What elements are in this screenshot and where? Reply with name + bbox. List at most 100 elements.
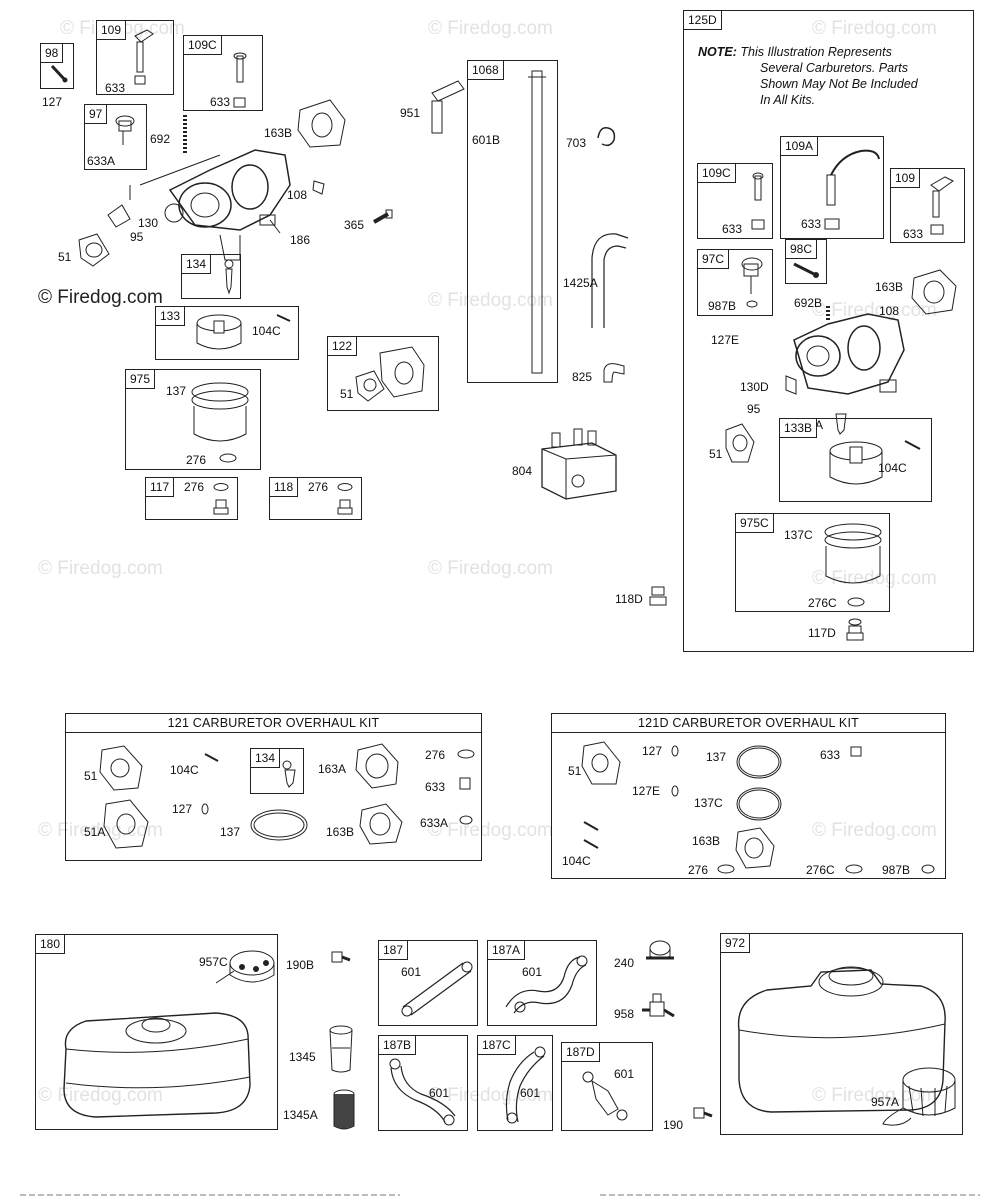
part-label: 633	[722, 222, 743, 236]
note-line: This Illustration Represents	[740, 45, 892, 59]
part-label: 601	[614, 1067, 635, 1081]
watermark: © Firedog.com	[428, 290, 553, 311]
part-label: 365	[344, 218, 365, 232]
float-bowl-icon	[194, 313, 244, 355]
bowl-gasket-icon	[820, 520, 886, 596]
part-label: 127	[42, 95, 63, 109]
part-tag: 109C	[698, 164, 736, 183]
fuel-line-icon	[397, 953, 477, 1023]
part-label: 804	[512, 464, 533, 478]
part-box-134[interactable]: 134	[181, 254, 241, 299]
fuel-screen-icon	[330, 1088, 358, 1134]
elbow-hose-icon	[600, 360, 626, 386]
cap-icon	[849, 744, 863, 760]
part-tag: 122	[328, 337, 358, 356]
part-label: 958	[614, 1007, 635, 1021]
part-label: 127	[642, 744, 663, 758]
part-tag: 97	[85, 105, 108, 124]
kit-box-121d[interactable]: 121D CARBURETOR OVERHAUL KIT 51 127 137 …	[551, 713, 946, 879]
part-tag: 134	[251, 749, 281, 768]
part-box-117[interactable]: 117 276	[145, 477, 238, 520]
part-box-1068[interactable]: 1068 601B	[467, 60, 558, 383]
part-box-122[interactable]: 122 51	[327, 336, 439, 411]
part-box-109[interactable]: 109 633	[96, 20, 174, 95]
part-tag: 109C	[184, 36, 222, 55]
part-box-125d[interactable]: 125D NOTE: This Illustration Represents …	[683, 10, 974, 652]
fuel-valve-icon	[640, 992, 676, 1026]
part-tag: 975	[126, 370, 156, 389]
float-icon	[738, 254, 768, 314]
part-label: 137	[220, 825, 241, 839]
o-ring-icon	[669, 784, 681, 798]
solenoid-icon	[536, 425, 620, 503]
gasket-icon	[722, 422, 758, 466]
note-line: Shown May Not Be Included	[760, 77, 918, 91]
part-box-134-kit[interactable]: 134	[250, 748, 304, 794]
needle-icon	[222, 259, 238, 295]
part-box-109c[interactable]: 109C 633	[697, 163, 773, 239]
part-box-98[interactable]: 98	[40, 43, 74, 89]
part-label: 1345	[289, 1050, 316, 1064]
washer-icon	[716, 863, 736, 875]
part-box-118[interactable]: 118 276	[269, 477, 362, 520]
part-box-180[interactable]: 180 957C	[35, 934, 278, 1130]
cap-icon	[458, 776, 472, 792]
part-label: 1345A	[283, 1108, 318, 1122]
part-label: 276	[688, 863, 709, 877]
part-box-97[interactable]: 97 633A	[84, 104, 147, 170]
part-box-133b[interactable]: 133B 104C	[779, 418, 932, 502]
watermark: © Firedog.com	[812, 820, 937, 841]
lever-icon	[428, 75, 468, 137]
part-label: 190B	[286, 958, 315, 972]
part-box-972[interactable]: 972 957A	[720, 933, 963, 1135]
gasket-icon	[908, 268, 960, 318]
part-box-109-right[interactable]: 109 633	[890, 168, 965, 243]
part-tag: 109	[97, 21, 127, 40]
primer-line-icon	[821, 145, 883, 233]
clip-icon	[782, 374, 802, 396]
part-label: 104C	[878, 461, 907, 475]
gasket-icon	[75, 232, 113, 270]
part-label: 117D	[808, 626, 836, 640]
part-box-109a[interactable]: 109A 633	[780, 136, 884, 239]
watermark: © Firedog.com	[428, 1085, 553, 1106]
part-label: 163A	[318, 762, 347, 776]
note-prefix: NOTE:	[698, 45, 737, 59]
carburetor-icon	[100, 95, 360, 270]
gasket-icon	[356, 802, 406, 846]
part-box-133[interactable]: 133 104C	[155, 306, 299, 360]
fuel-line-icon	[498, 947, 594, 1023]
part-label: 137C	[694, 796, 723, 810]
kit-box-121[interactable]: 121 CARBURETOR OVERHAUL KIT 51 104C 134 …	[65, 713, 482, 861]
spring-icon	[180, 115, 190, 157]
bowl-gasket-icon	[188, 378, 252, 454]
part-box-187d[interactable]: 187D 601	[561, 1042, 653, 1131]
part-label: 240	[614, 956, 635, 970]
part-box-975c[interactable]: 975C 137C 276C	[735, 513, 890, 612]
part-box-187[interactable]: 187 601	[378, 940, 478, 1026]
footer-rule	[600, 1194, 980, 1196]
part-label: 190	[663, 1118, 684, 1132]
part-tag: 187B	[379, 1036, 417, 1055]
part-box-97c[interactable]: 97C 987B	[697, 249, 773, 316]
bolt-icon	[328, 948, 352, 972]
fuel-filter-icon	[326, 1024, 356, 1076]
part-label: 51	[568, 764, 582, 778]
part-label: 633	[801, 217, 822, 231]
screw-icon	[792, 260, 819, 278]
gasket-icon	[352, 742, 404, 792]
part-box-975[interactable]: 975 137 276	[125, 369, 261, 470]
part-box-187c[interactable]: 187C 601	[477, 1035, 553, 1131]
screw-icon	[49, 62, 68, 83]
bolt-icon	[690, 1104, 714, 1128]
part-box-187a[interactable]: 187A 601	[487, 940, 597, 1026]
part-box-98c[interactable]: 98C	[785, 239, 827, 284]
part-label: 1425A	[563, 276, 598, 290]
part-box-187b[interactable]: 187B 601	[378, 1035, 468, 1131]
pin-icon	[204, 752, 220, 764]
part-label: 137C	[784, 528, 813, 542]
part-label: 51	[709, 447, 723, 461]
part-box-109c[interactable]: 109C 633	[183, 35, 263, 111]
washer-icon	[846, 596, 866, 608]
part-label: 108	[287, 188, 308, 202]
